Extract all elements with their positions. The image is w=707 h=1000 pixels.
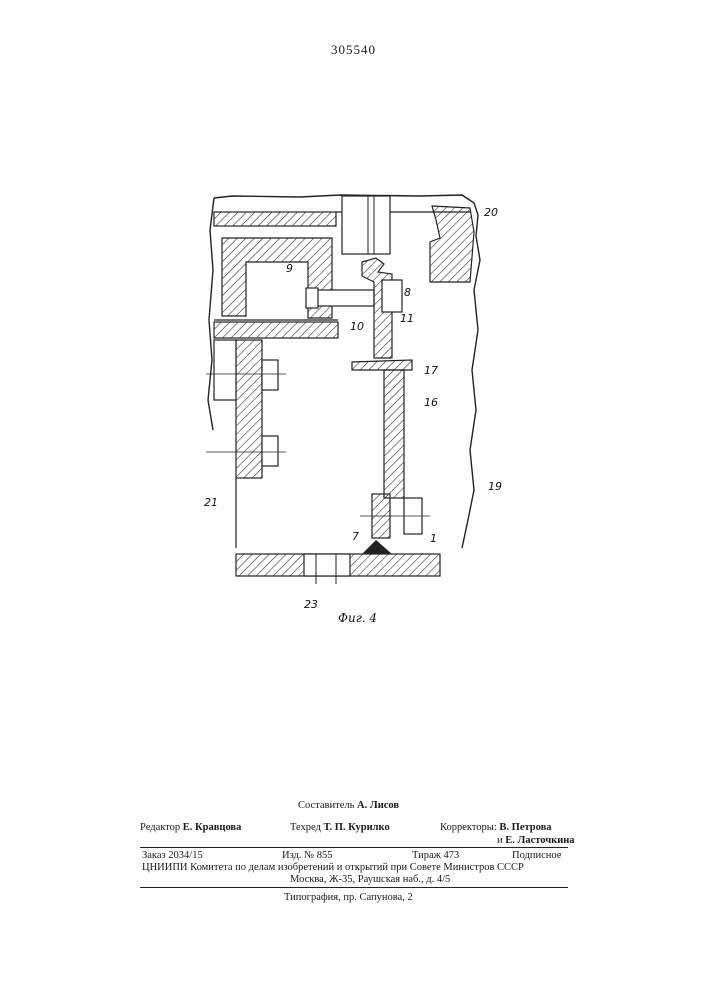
corrector-2-line: и Е. Ласточкина — [497, 834, 575, 847]
label-7: 7 — [352, 530, 359, 543]
label-21: 21 — [204, 496, 218, 509]
label-8: 8 — [404, 286, 411, 299]
printer: Типография, пр. Сапунова, 2 — [284, 891, 413, 904]
part-16 — [384, 370, 404, 498]
bolt-10 — [310, 290, 374, 306]
composer-name: А. Лисов — [357, 800, 399, 811]
figure-caption: Фиг. 4 — [338, 611, 377, 625]
corrector-2: Е. Ласточкина — [505, 835, 574, 846]
part-20 — [430, 206, 474, 282]
label-23: 23 — [304, 598, 318, 611]
nut-11 — [382, 280, 402, 312]
label-17: 17 — [424, 364, 438, 377]
composer-line: Составитель А. Лисов — [298, 799, 399, 812]
flange-plate — [214, 322, 338, 338]
correctors-line: Корректоры: В. Петрова — [440, 821, 552, 834]
left-member — [236, 340, 262, 478]
label-11: 11 — [400, 312, 414, 325]
editor-line: Редактор Е. Кравцова — [140, 821, 241, 834]
center-post — [342, 196, 390, 254]
editor-label: Редактор — [140, 822, 180, 833]
label-1: 1 — [430, 532, 437, 545]
bolt-lower — [262, 436, 278, 466]
hole-23 — [304, 554, 350, 576]
techred-label: Техред — [290, 822, 321, 833]
composer-label: Составитель — [298, 800, 354, 811]
label-16: 16 — [424, 396, 438, 409]
label-10: 10 — [350, 320, 364, 333]
label-20: 20 — [484, 206, 498, 219]
bolt-upper — [262, 360, 278, 390]
top-plate — [214, 212, 336, 226]
label-19: 19 — [488, 480, 502, 493]
corrector-1: В. Петрова — [499, 822, 551, 833]
editor-name: Е. Кравцова — [183, 822, 242, 833]
label-9: 9 — [286, 262, 293, 275]
part-17 — [352, 360, 412, 370]
techred-name: Т. П. Курилко — [324, 822, 390, 833]
footer-rule-bottom — [140, 887, 568, 888]
address: Москва, Ж-35, Раушская наб., д. 4/5 — [290, 873, 450, 886]
corrector-2-prefix: и — [497, 835, 503, 846]
footer-rule-top — [140, 847, 568, 848]
techred-line: Техред Т. П. Курилко — [290, 821, 390, 834]
correctors-label: Корректоры: — [440, 822, 497, 833]
housing-outline-left — [208, 198, 214, 430]
